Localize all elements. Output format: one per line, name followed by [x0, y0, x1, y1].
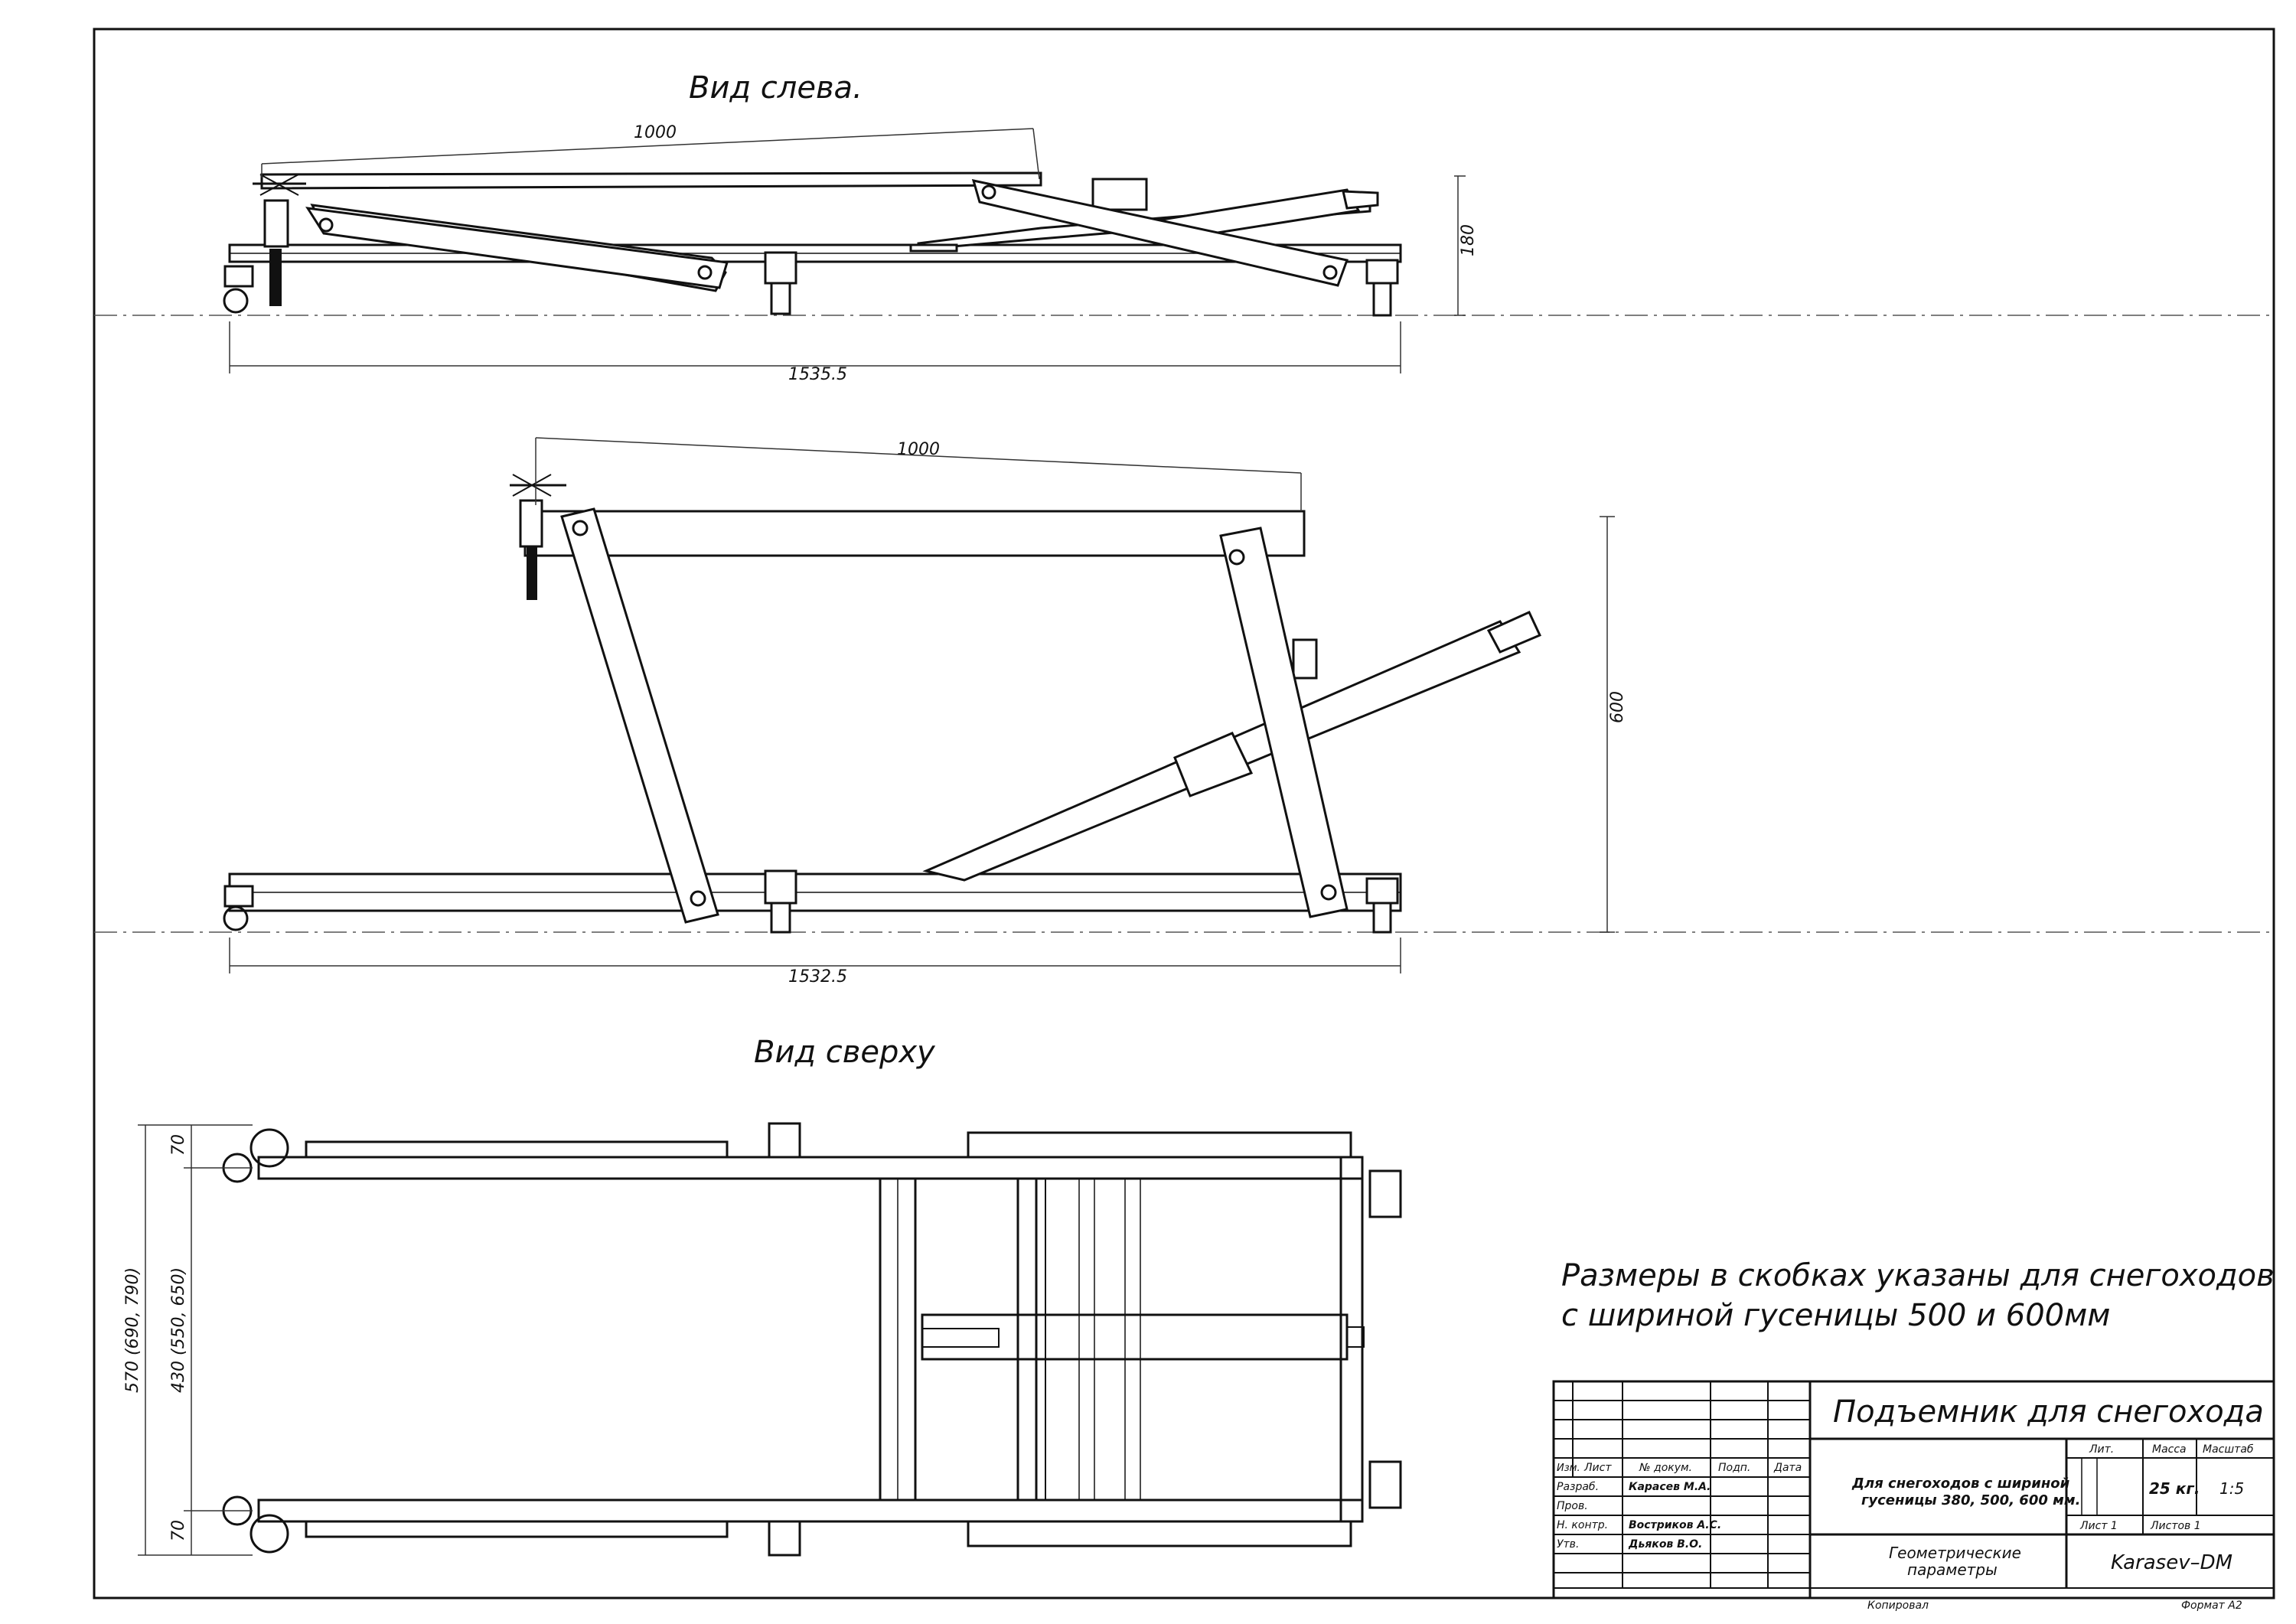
dim-side1-height: 180: [1459, 224, 1478, 256]
top-view: [222, 1122, 1402, 1557]
role-dev: Разраб.: [1557, 1481, 1599, 1493]
title-doc-name-1: Геометрические: [1889, 1544, 2021, 1562]
title-product-name: Подъемник для снегохода: [1833, 1394, 2264, 1430]
col-date: Дата: [1773, 1462, 1802, 1474]
dim-side1-top: 1000: [634, 123, 677, 142]
side-view-raised: [223, 474, 1542, 934]
dim-side2-base: 1532.5: [788, 967, 847, 986]
name-approve: Дьяков В.О.: [1628, 1538, 1702, 1551]
dim-side2-height: 600: [1608, 691, 1627, 723]
dim-top-70-lower: 70: [169, 1520, 188, 1541]
title-doc-name-2: параметры: [1907, 1560, 1998, 1579]
organization: Karasev–DM: [2111, 1551, 2232, 1574]
side-view-title: Вид слева.: [689, 70, 863, 106]
note-line-2: с шириной гусеницы 500 и 600мм: [1561, 1298, 2110, 1333]
hdr-lit: Лит.: [2089, 1443, 2114, 1456]
name-dev: Карасев М.А.: [1629, 1481, 1711, 1493]
top-view-title: Вид сверху: [754, 1035, 936, 1070]
dim-top-inner-width: 430 (550, 650): [169, 1267, 188, 1393]
sheets-label: Листов 1: [2150, 1520, 2201, 1532]
dim-side2-top: 1000: [897, 440, 940, 459]
col-izm: Изм.: [1557, 1463, 1580, 1474]
sheet-label: Лист 1: [2079, 1520, 2118, 1532]
hdr-mass: Масса: [2152, 1443, 2187, 1456]
title-block: [1552, 1380, 2275, 1600]
format-label: Формат А2: [2181, 1600, 2242, 1612]
side-view-folded: [223, 171, 1402, 317]
name-ncontrol: Востриков А.С.: [1629, 1519, 1721, 1531]
role-check: Пров.: [1557, 1500, 1588, 1512]
dim-top-total-width: 570 (690, 790): [123, 1267, 142, 1393]
col-docnum: № докум.: [1639, 1462, 1692, 1474]
col-list: Лист: [1583, 1462, 1612, 1474]
note-line-1: Размеры в скобках указаны для снегоходов: [1561, 1258, 2275, 1293]
title-description-1: Для снегоходов с шириной: [1851, 1476, 2070, 1492]
title-description-2: гусеницы 380, 500, 600 мм.: [1861, 1492, 2080, 1508]
role-ncontrol: Н. контр.: [1557, 1519, 1608, 1531]
mass-value: 25 кг.: [2149, 1479, 2200, 1498]
role-approve: Утв.: [1557, 1538, 1579, 1551]
copied-label: Копировал: [1867, 1600, 1929, 1612]
sheet-frame: [93, 28, 2275, 1600]
dim-side1-base: 1535.5: [788, 365, 847, 384]
scale-value: 1:5: [2219, 1479, 2244, 1498]
hdr-scale: Масштаб: [2203, 1443, 2254, 1456]
dim-top-70-upper: 70: [169, 1134, 188, 1156]
col-sign: Подп.: [1718, 1462, 1750, 1474]
